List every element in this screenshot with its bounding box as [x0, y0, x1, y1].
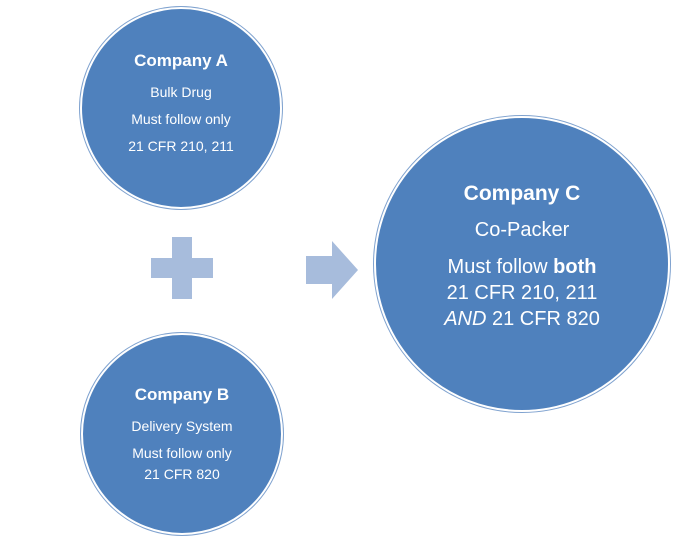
company-a-requirement: Must follow only [131, 111, 231, 127]
plus-icon [151, 237, 213, 299]
company-a-content: Company A Bulk Drug Must follow only 21 … [128, 51, 234, 157]
company-c-title: Company C [463, 182, 581, 205]
company-c-requirement-prefix: Must follow [447, 256, 554, 278]
company-b-title: Company B [134, 385, 230, 404]
company-b-role: Delivery System [131, 418, 233, 434]
company-c-requirement: Must follow both [444, 254, 600, 280]
company-c-regulation-1: 21 CFR 210, 211 [446, 282, 598, 304]
company-a-circle: Company A Bulk Drug Must follow only 21 … [80, 7, 282, 209]
company-c-requirement-emphasis: both [553, 256, 597, 278]
company-c-and-keyword: AND [444, 308, 487, 330]
company-c-role: Co-Packer [474, 219, 570, 241]
right-arrow-icon [306, 241, 358, 299]
company-b-circle: Company B Delivery System Must follow on… [81, 333, 283, 535]
company-c-content: Company C Co-Packer Must follow both 21 … [444, 182, 600, 332]
company-b-requirement: Must follow only [132, 445, 232, 461]
company-b-regulation: 21 CFR 820 [144, 466, 220, 482]
company-a-title: Company A [134, 51, 228, 70]
company-a-role: Bulk Drug [150, 84, 212, 100]
company-a-regulation: 21 CFR 210, 211 [128, 138, 234, 154]
company-c-regulation-2: AND 21 CFR 820 [444, 306, 600, 332]
company-c-regulation-2-text: 21 CFR 820 [486, 308, 600, 330]
company-c-circle: Company C Co-Packer Must follow both 21 … [374, 116, 670, 412]
company-b-content: Company B Delivery System Must follow on… [131, 385, 232, 485]
